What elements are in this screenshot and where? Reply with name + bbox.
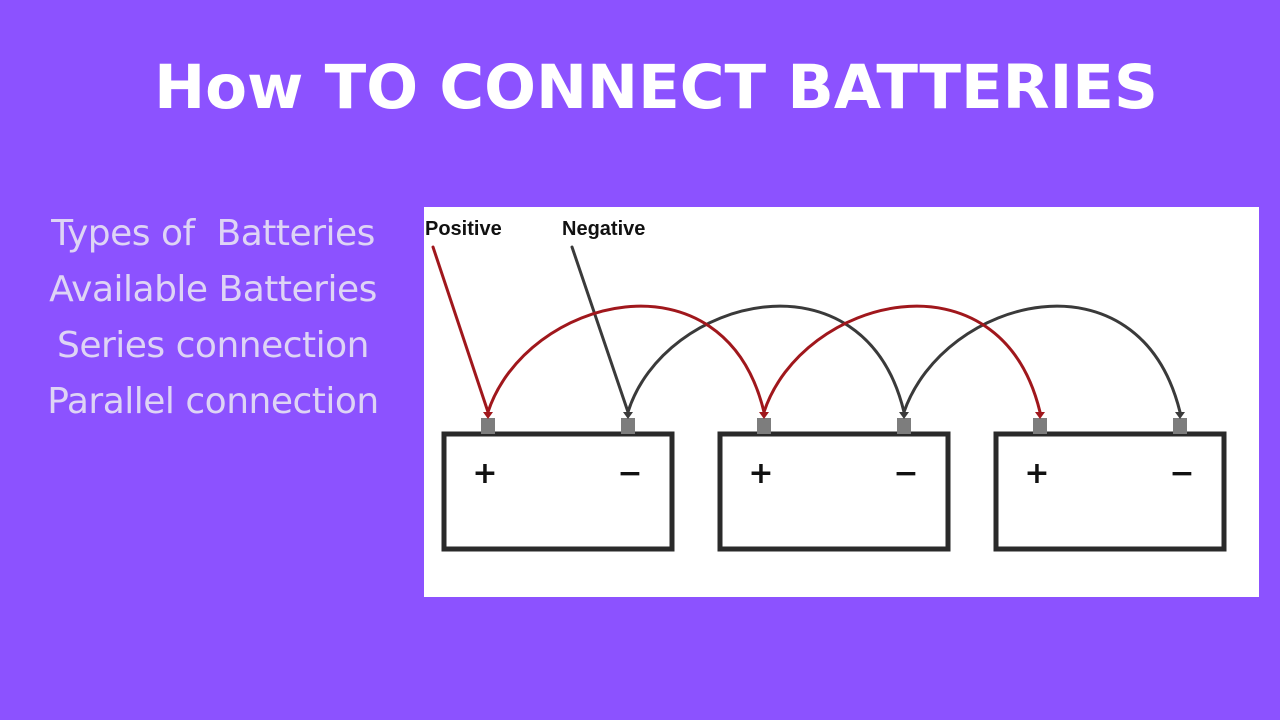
battery-body	[993, 431, 1227, 552]
negative-terminal	[621, 418, 635, 434]
battery-body	[717, 431, 951, 552]
positive-terminal	[757, 418, 771, 434]
positive-label: Positive	[425, 218, 502, 240]
negative-jumper-wire-1	[626, 304, 906, 414]
battery-body	[441, 431, 675, 552]
negative-terminal	[1173, 418, 1187, 434]
positive-jumper-wire-1	[486, 304, 766, 414]
battery-2: + −	[717, 418, 951, 552]
topics-list: Types of Batteries Available Batteries S…	[14, 206, 412, 430]
negative-jumper-wire-2	[902, 304, 1182, 414]
positive-terminal	[481, 418, 495, 434]
minus-sign: −	[617, 456, 642, 491]
negative-terminal	[897, 418, 911, 434]
positive-connector	[483, 412, 493, 419]
negative-lead-wire	[570, 245, 630, 414]
positive-terminal	[1033, 418, 1047, 434]
negative-label: Negative	[562, 218, 645, 240]
slide-title: How TO CONNECT BATTERIES	[154, 52, 1158, 123]
plus-sign: +	[1024, 456, 1049, 491]
diagram-canvas: Positive Negative + − + − + −	[425, 218, 1227, 552]
positive-connector	[1035, 412, 1045, 419]
battery-1: + −	[441, 418, 675, 552]
plus-sign: +	[472, 456, 497, 491]
topic-item: Available Batteries	[49, 269, 377, 310]
topic-item: Parallel connection	[47, 381, 379, 422]
negative-connector	[899, 412, 909, 419]
battery-connection-diagram: Positive Negative + − + − + −	[424, 207, 1259, 597]
minus-sign: −	[1169, 456, 1194, 491]
positive-connector	[759, 412, 769, 419]
plus-sign: +	[748, 456, 773, 491]
topic-item: Series connection	[56, 325, 370, 366]
minus-sign: −	[893, 456, 918, 491]
negative-connector	[1175, 412, 1185, 419]
positive-jumper-wire-2	[762, 304, 1042, 414]
battery-3: + −	[993, 418, 1227, 552]
negative-connector	[623, 412, 633, 419]
wire-connectors	[483, 412, 1185, 419]
topic-item: Types of Batteries	[51, 213, 375, 254]
positive-lead-wire	[431, 245, 490, 414]
